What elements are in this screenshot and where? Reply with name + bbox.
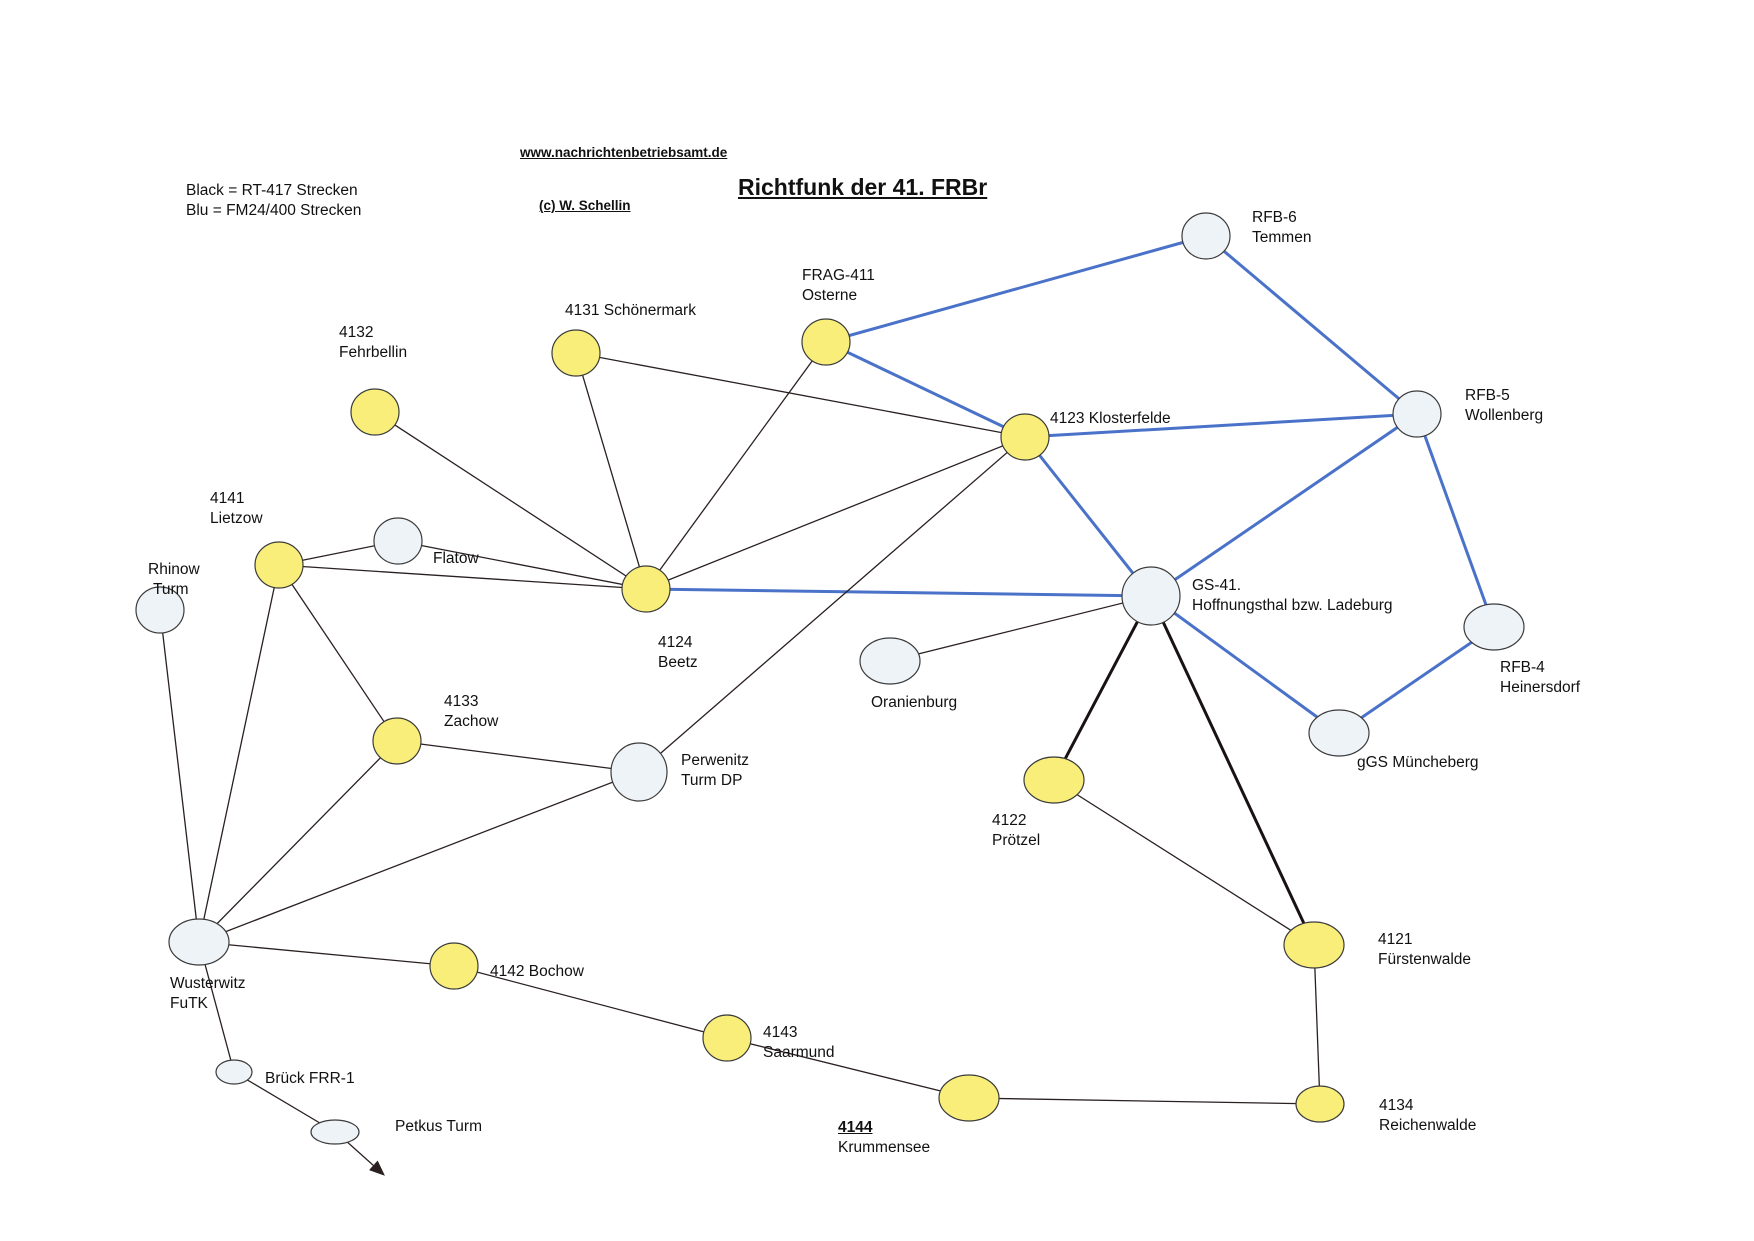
node-n4121 [1283, 921, 1345, 969]
node-muencheberg [1308, 709, 1370, 757]
link-rfb6-rfb5 [1205, 234, 1418, 416]
link-rfb5-rfb4 [1415, 413, 1496, 628]
label-oranienburg: Oranienburg [871, 694, 958, 711]
link-oranienburg-gs41 [889, 595, 1152, 662]
nodes-layer [135, 212, 1525, 1145]
node-gs41 [1121, 566, 1181, 626]
node-rhinow [135, 586, 185, 634]
link-muencheberg-rfb4 [1338, 625, 1495, 735]
node-n4134 [1295, 1085, 1345, 1123]
node-n4143 [702, 1014, 752, 1062]
node-rfb4 [1463, 603, 1525, 651]
node-rfb5 [1392, 390, 1442, 438]
node-n4131 [551, 329, 601, 377]
node-n4123 [1000, 413, 1050, 461]
node-brueck [215, 1059, 253, 1085]
diagram-title: Richtfunk der 41. FRBr [738, 174, 988, 200]
link-n4131-n4123 [575, 352, 1026, 438]
legend-black: Black = RT-417 Strecken [186, 182, 358, 199]
link-n4143-n4144 [726, 1037, 970, 1099]
label-brueck: Brück FRR-1 [265, 1070, 355, 1087]
link-n4123-rfb5 [1024, 412, 1418, 439]
link-n4124-gs41 [645, 587, 1152, 598]
link-n4141-n4124 [278, 564, 647, 590]
link-gs41-muencheberg [1150, 594, 1340, 735]
link-n4123-gs41 [1023, 436, 1153, 597]
link-wusterwitz-n4142 [198, 941, 455, 967]
link-n4142-n4143 [453, 965, 728, 1039]
website-url: www.nachrichtenbetriebsamt.de [520, 145, 728, 160]
node-n4132 [350, 388, 400, 436]
node-n4141 [254, 541, 304, 589]
link-n4123-perwenitz [638, 436, 1026, 773]
link-brueck-petkus [233, 1071, 336, 1133]
link-frag411-n4124 [645, 341, 827, 590]
link-frag411-rfb6 [825, 234, 1207, 344]
node-oranienburg [859, 637, 921, 685]
label-petkus: Petkus Turm [395, 1118, 482, 1135]
node-frag411 [801, 318, 851, 366]
label-muencheberg: gGS Müncheberg [1357, 754, 1479, 771]
link-frag411-n4123 [825, 340, 1026, 439]
node-flatow [373, 517, 423, 565]
link-n4141-n4133 [278, 564, 398, 742]
link-gs41-n4121 [1149, 595, 1316, 946]
label-flatow: Flatow [433, 550, 479, 567]
link-n4121-n4134 [1313, 944, 1321, 1105]
node-rfb6 [1181, 212, 1231, 260]
label-gs41: GS-41.Hoffnungsthal bzw. Ladeburg [1192, 577, 1393, 614]
petkus-outbound-arrow [344, 1139, 385, 1176]
link-rfb5-gs41 [1150, 412, 1418, 598]
link-n4133-wusterwitz [198, 740, 398, 943]
link-gs41-n4122 [1052, 595, 1153, 781]
link-n4124-n4123 [645, 436, 1026, 590]
node-n4133 [372, 717, 422, 765]
legend-blue: Blu = FM24/400 Strecken [186, 202, 362, 219]
link-n4131-n4124 [575, 352, 647, 590]
link-n4141-wusterwitz [198, 564, 280, 943]
label-4131: 4131 Schönermark [565, 302, 696, 319]
node-wusterwitz [168, 918, 230, 966]
link-n4132-n4124 [374, 411, 647, 590]
copyright-note: (c) W. Schellin [539, 198, 631, 213]
link-n4144-n4134 [968, 1097, 1321, 1105]
link-rhinow-wusterwitz [159, 609, 200, 943]
node-n4122 [1023, 756, 1085, 804]
label-4123: 4123 Klosterfelde [1050, 410, 1171, 427]
node-n4142 [429, 942, 479, 990]
link-flatow-n4124 [397, 540, 647, 590]
link-n4133-perwenitz [396, 740, 640, 773]
link-perwenitz-wusterwitz [198, 771, 640, 943]
link-n4122-n4121 [1053, 779, 1315, 946]
node-n4144 [938, 1074, 1000, 1122]
node-petkus [310, 1119, 360, 1145]
links-layer [159, 234, 1496, 1133]
node-n4124 [621, 565, 671, 613]
label-4142: 4142 Bochow [490, 963, 584, 980]
node-perwenitz [610, 742, 668, 802]
